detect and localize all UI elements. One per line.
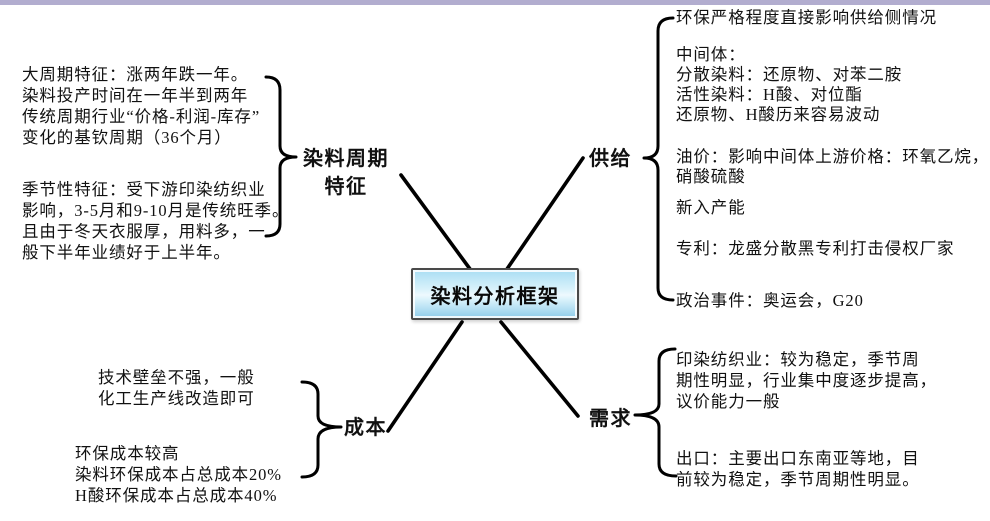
cost-text-environment-cost: 环保成本较高 染料环保成本占总成本20% H酸环保成本占总成本40% bbox=[75, 444, 282, 505]
supply-text-patent: 专利：龙盛分散黑专利打击侵权厂家 bbox=[676, 239, 955, 258]
supply-text-environment: 环保严格程度直接影响供给侧情况 bbox=[676, 8, 937, 27]
cycle-text-major-cycle: 大周期特征：涨两年跌一年。 染料投产时间在一年半到两年 传统周期行业“价格-利润… bbox=[22, 65, 261, 147]
supply-text-political-events: 政治事件：奥运会，G20 bbox=[676, 291, 864, 310]
line-cost-branch bbox=[386, 320, 464, 433]
brace-supply bbox=[642, 16, 675, 302]
line-demand-branch bbox=[499, 320, 580, 418]
center-node-title: 染料分析框架 bbox=[430, 285, 560, 308]
supply-text-new-capacity: 新入产能 bbox=[676, 198, 746, 217]
branch-label-demand: 需求 bbox=[589, 408, 632, 430]
supply-text-oil-price: 油价：影响中间体上游价格：环氧乙烷， 硝酸硫酸 bbox=[676, 147, 990, 186]
brace-demand bbox=[633, 347, 678, 478]
line-cycle-branch bbox=[399, 173, 472, 271]
branch-label-supply: 供给 bbox=[589, 148, 632, 170]
supply-text-intermediates: 中间体： 分散染料：还原物、对苯二胺 活性染料：H酸、对位酯 还原物、H酸历来容… bbox=[676, 45, 903, 124]
demand-text-printing-dyeing: 印染纺织业：较为稳定，季节周 期性明显，行业集中度逐步提高， 议价能力一般 bbox=[676, 350, 937, 411]
cycle-text-seasonality: 季节性特征：受下游印染纺织业 影响，3-5月和9-10月是传统旺季。 且由于冬天… bbox=[22, 180, 290, 262]
brace-cost bbox=[300, 380, 343, 479]
cost-text-tech-barrier: 技术壁垒不强，一般 化工生产线改造即可 bbox=[98, 368, 255, 408]
center-node: 染料分析框架 bbox=[411, 268, 579, 320]
top-accent-bar bbox=[0, 0, 990, 5]
demand-text-export: 出口：主要出口东南亚等地，目 前较为稳定，季节周期性明显。 bbox=[676, 449, 920, 489]
branch-label-cost: 成本 bbox=[344, 417, 387, 439]
line-supply-branch bbox=[505, 156, 585, 271]
branch-label-cycle: 染料周期 特征 bbox=[303, 148, 389, 198]
